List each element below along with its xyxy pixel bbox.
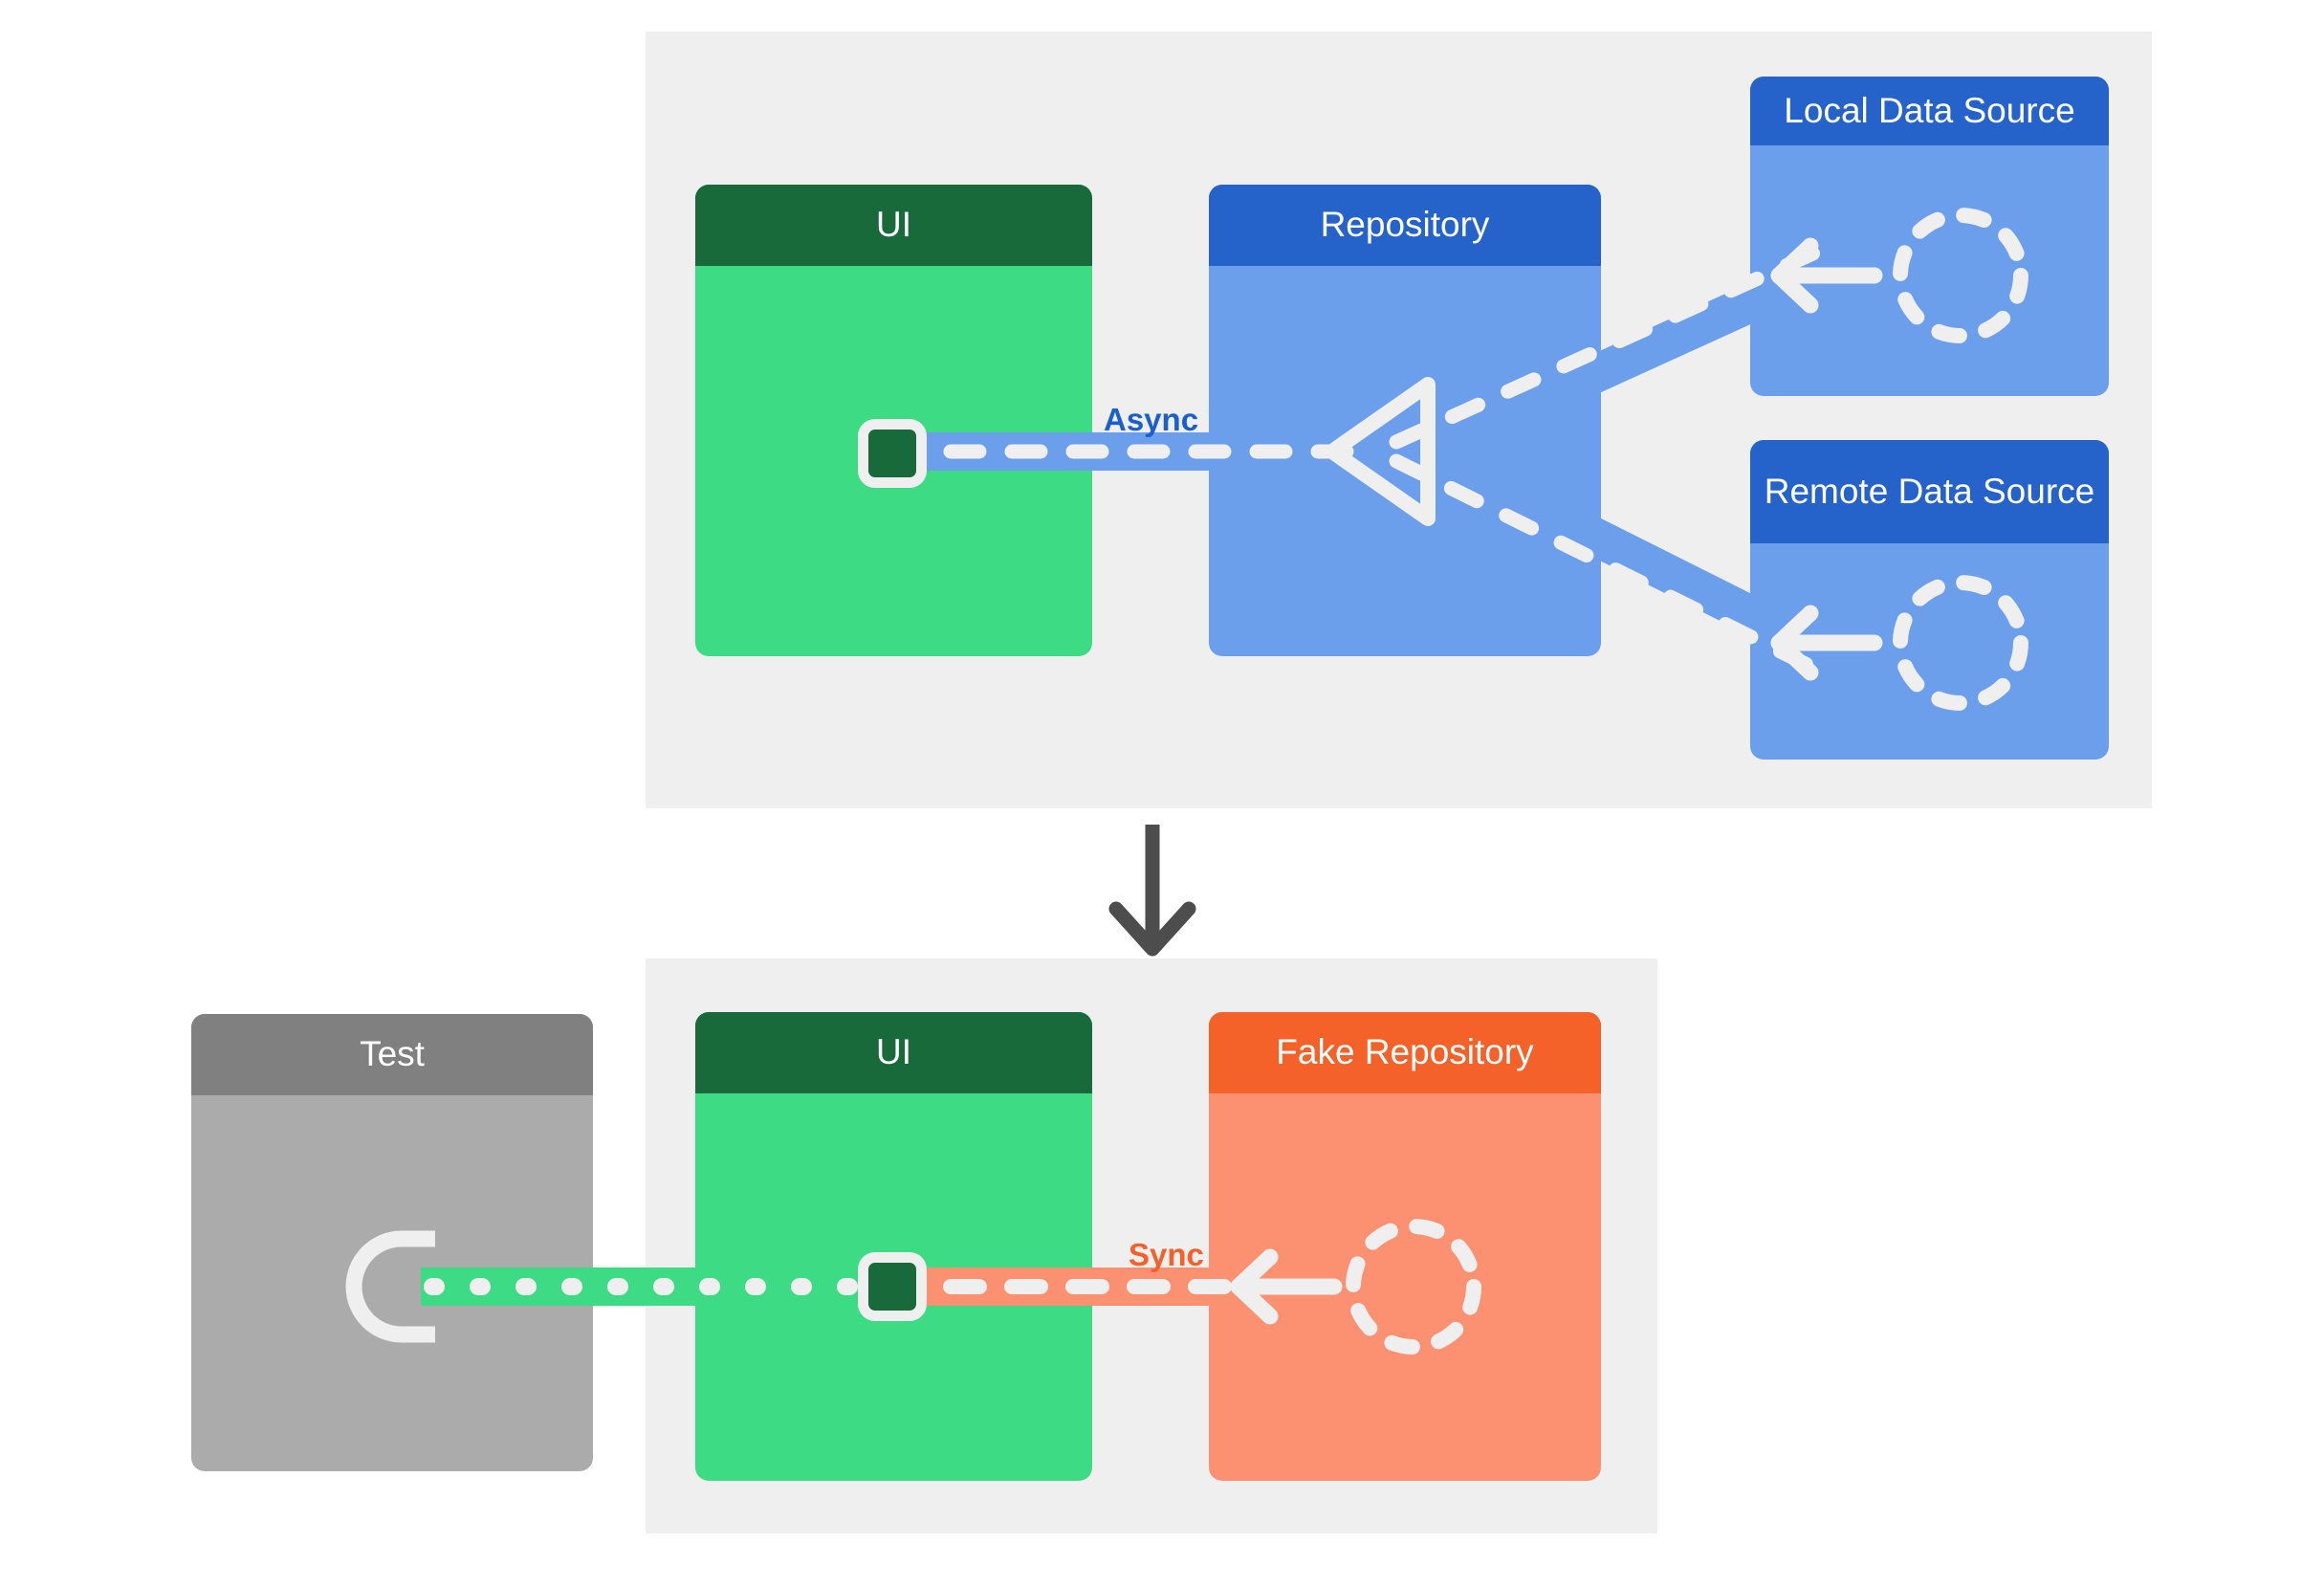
box-remote-data-source-body [1750,543,2109,760]
box-test-label: Test [360,1034,425,1074]
box-fake-repository[interactable]: Fake Repository [1209,1012,1601,1481]
box-repository-label: Repository [1320,205,1490,245]
down-arrow-icon [1108,825,1196,957]
square-port-icon-ui-test [858,1252,927,1321]
box-local-data-source[interactable]: Local Data Source [1750,77,2109,396]
box-repository[interactable]: Repository [1209,185,1601,656]
box-fake-repository-header: Fake Repository [1209,1012,1601,1093]
box-fake-repository-body [1209,1093,1601,1481]
box-ui-test[interactable]: UI [695,1012,1092,1481]
async-connector-band [876,432,1383,471]
box-repository-header: Repository [1209,185,1601,266]
box-ui-test-label: UI [876,1032,911,1072]
test-to-ui-connector-band [421,1267,889,1306]
box-remote-data-source[interactable]: Remote Data Source [1750,440,2109,760]
box-test-header: Test [191,1014,593,1095]
box-local-data-source-header: Local Data Source [1750,77,2109,145]
box-test[interactable]: Test [191,1014,593,1471]
box-local-data-source-body [1750,145,2109,396]
box-remote-data-source-label: Remote Data Source [1764,471,2095,511]
box-local-data-source-label: Local Data Source [1784,90,2075,130]
square-port-icon-ui-production [858,419,927,488]
box-ui-production-label: UI [876,205,911,245]
box-remote-data-source-header: Remote Data Source [1750,440,2109,543]
connector-label-sync: Sync [1129,1237,1204,1272]
connector-label-async: Async [1104,402,1199,437]
box-ui-test-header: UI [695,1012,1092,1093]
box-fake-repository-label: Fake Repository [1276,1032,1534,1072]
box-ui-production-header: UI [695,185,1092,266]
